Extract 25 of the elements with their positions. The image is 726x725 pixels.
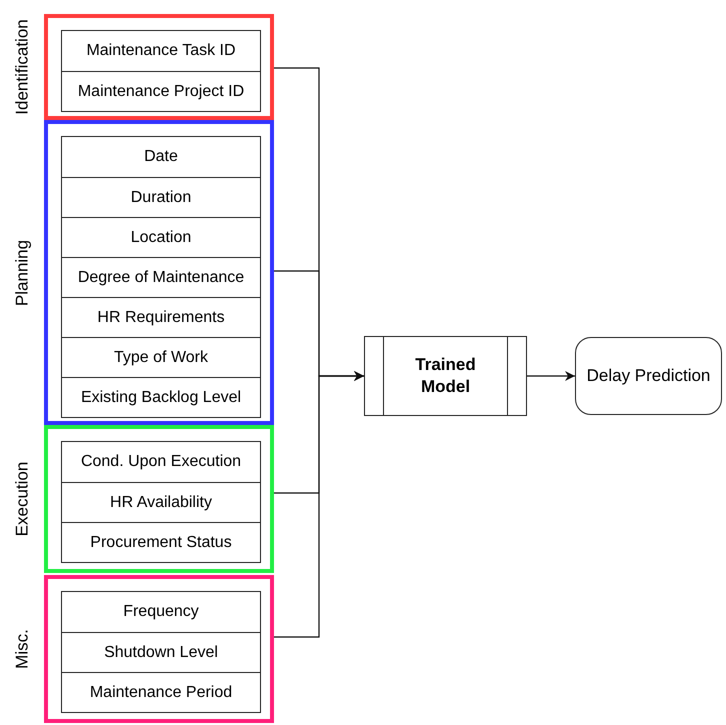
attribute-row: Duration	[62, 177, 260, 217]
process-box	[364, 336, 527, 416]
group-heading: Misc.	[11, 629, 32, 669]
attribute-row: Maintenance Task ID	[62, 31, 260, 71]
attribute-row: Type of Work	[62, 337, 260, 377]
attribute-row: Location	[62, 217, 260, 257]
process-label: Trained Model	[414, 354, 477, 398]
connector-arrow	[527, 371, 575, 381]
attribute-row: Procurement Status	[62, 522, 260, 562]
attribute-row: Date	[62, 137, 260, 177]
attribute-row: Frequency	[62, 592, 260, 632]
attribute-row: HR Requirements	[62, 297, 260, 337]
group-heading: Execution	[11, 462, 32, 536]
output-box	[575, 337, 722, 415]
output-label: Delay Prediction	[586, 365, 710, 388]
group-heading: Identification	[11, 19, 32, 115]
connector-arrow	[274, 371, 364, 638]
attribute-row: HR Availability	[62, 482, 260, 522]
attribute-row: Cond. Upon Execution	[62, 442, 260, 482]
attribute-row: Maintenance Period	[62, 672, 260, 712]
attribute-row: Degree of Maintenance	[62, 257, 260, 297]
attribute-row: Maintenance Project ID	[62, 71, 260, 111]
attribute-row: Existing Backlog Level	[62, 377, 260, 417]
attribute-row: Shutdown Level	[62, 632, 260, 672]
group-heading: Planning	[11, 239, 32, 306]
